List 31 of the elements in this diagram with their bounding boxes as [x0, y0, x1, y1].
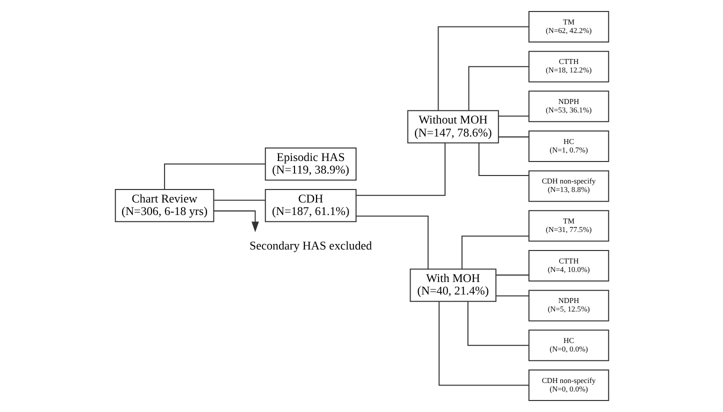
connector: [466, 301, 528, 346]
connector: [214, 200, 265, 201]
node-box: Without MOH (N=147, 78.6%): [406, 110, 498, 144]
node-box: CDH non-specify (N=13, 8.8%): [528, 170, 609, 202]
node-box: TM (N=31, 77.5%): [528, 210, 609, 242]
connector: [498, 136, 528, 138]
node-box: NDPH (N=53, 36.1%): [528, 90, 609, 122]
connector: [496, 274, 528, 276]
connector: [478, 143, 528, 176]
node-text: Secondary HAS excluded: [248, 238, 372, 252]
node-box: HC (N=1, 0.7%): [528, 130, 609, 162]
connector: [496, 295, 528, 296]
node-box: TM (N=62, 42.2%): [528, 11, 609, 43]
connector: [356, 216, 428, 269]
arrow: [213, 210, 258, 232]
connector: [461, 236, 528, 269]
connector: [437, 26, 528, 110]
connector: [498, 116, 528, 117]
connector: [438, 302, 528, 386]
node-box: CTTH (N=18, 12.2%): [528, 50, 609, 82]
connector: [468, 66, 528, 111]
node-box: CDH non-specify (N=0, 0.0%): [528, 369, 609, 401]
node-box: NDPH (N=5, 12.5%): [528, 290, 609, 322]
connector: [164, 164, 265, 190]
node-box: Episodic HAS (N=119, 38.9%): [264, 147, 356, 181]
node-box: Chart Review (N=306, 6-18 yrs): [114, 188, 214, 222]
node-box: With MOH (N=40, 21.4%): [409, 268, 496, 302]
connector: [356, 143, 446, 196]
node-box: HC (N=0, 0.0%): [528, 330, 609, 362]
node-box: CDH (N=187, 61.1%): [264, 188, 356, 222]
node-box: CTTH (N=4, 10.0%): [528, 250, 609, 282]
